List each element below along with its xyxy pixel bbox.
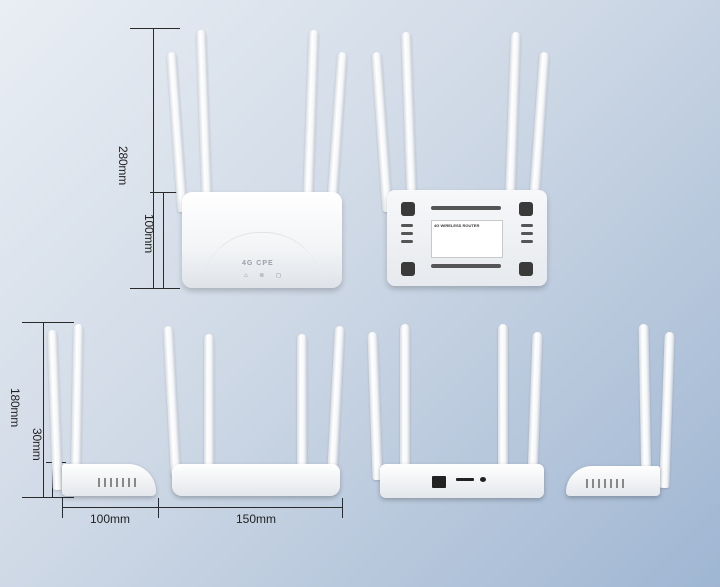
front-antenna-1 xyxy=(166,51,188,213)
side-vent xyxy=(610,479,612,488)
vent-slot xyxy=(521,240,533,243)
back-antenna-2 xyxy=(401,31,417,201)
side-vent xyxy=(116,478,118,487)
depth-label: 100mm xyxy=(90,512,131,526)
frontlow-antenna-4 xyxy=(327,325,345,477)
antenna-height-label: 180mm xyxy=(8,388,22,428)
depth-dimension-line xyxy=(62,507,158,508)
depth-left-tick xyxy=(62,498,63,518)
back-antenna-3 xyxy=(505,31,521,201)
vent-slot xyxy=(401,224,413,227)
product-label-sticker: 4G WIRELESS ROUTER xyxy=(431,220,503,258)
side-vent xyxy=(622,479,624,488)
side-vent xyxy=(98,478,100,487)
vent-slot xyxy=(401,240,413,243)
side-vent xyxy=(110,478,112,487)
side-vent xyxy=(134,478,136,487)
side-height-label: 30mm xyxy=(30,428,44,461)
vent-slot xyxy=(431,206,501,210)
front-router-body: 4G CPE ⌂ ≋ ◻ xyxy=(182,192,342,288)
total-height-label: 280mm xyxy=(116,146,130,186)
frontlow-body xyxy=(172,464,340,496)
body-height-dimension-line xyxy=(163,192,164,288)
back-antenna-4 xyxy=(528,51,550,213)
rubber-foot-top-right xyxy=(519,202,533,216)
front-antenna-2 xyxy=(196,29,212,201)
side-right-antenna-1 xyxy=(638,323,652,489)
side-vent xyxy=(128,478,130,487)
vent-slot xyxy=(401,232,413,235)
rubber-foot-bottom-left xyxy=(401,262,415,276)
width-dimension-line xyxy=(158,507,342,508)
side-vent xyxy=(104,478,106,487)
status-led-icons: ⌂ ≋ ◻ xyxy=(244,273,286,279)
depth-right-tick xyxy=(158,498,159,518)
width-right-tick xyxy=(342,498,343,518)
side-left-antenna-1 xyxy=(47,329,63,491)
rubber-foot-bottom-right xyxy=(519,262,533,276)
side-right-body xyxy=(566,466,660,496)
frontlow-antenna-3 xyxy=(297,334,307,474)
antenna-height-top-tick xyxy=(22,322,74,323)
vent-slot xyxy=(521,232,533,235)
frontlow-antenna-1 xyxy=(163,325,181,477)
front-antenna-4 xyxy=(326,51,348,213)
back-router-body: 4G WIRELESS ROUTER xyxy=(387,190,547,286)
side-vent xyxy=(592,479,594,488)
side-vent xyxy=(616,479,618,488)
rubber-foot-top-left xyxy=(401,202,415,216)
body-height-top-tick xyxy=(150,192,178,193)
vent-slot xyxy=(521,224,533,227)
backlow-antenna-3 xyxy=(498,324,508,478)
front-logo: 4G CPE xyxy=(242,260,274,267)
frontlow-antenna-2 xyxy=(204,334,214,474)
side-vent xyxy=(598,479,600,488)
vent-slot xyxy=(431,264,501,268)
total-height-bottom-tick xyxy=(130,288,180,289)
side-right-antenna-2 xyxy=(659,331,675,489)
sim-slot xyxy=(456,478,474,481)
front-antenna-3 xyxy=(303,29,319,201)
back-antenna-1 xyxy=(371,51,393,213)
body-height-label: 100mm xyxy=(142,214,156,254)
backlow-antenna-1 xyxy=(367,331,383,481)
side-left-body xyxy=(62,464,156,496)
width-label: 150mm xyxy=(236,512,277,526)
backlow-antenna-4 xyxy=(527,331,543,481)
backlow-body xyxy=(380,464,544,498)
total-height-top-tick xyxy=(130,28,180,29)
side-vent xyxy=(604,479,606,488)
total-height-dimension-line xyxy=(153,28,154,288)
ethernet-port xyxy=(432,476,446,488)
antenna-height-dimension-line xyxy=(43,322,44,497)
backlow-antenna-2 xyxy=(400,324,410,478)
front-curve xyxy=(202,232,322,289)
side-vent xyxy=(586,479,588,488)
antenna-height-bottom-tick xyxy=(22,497,74,498)
power-jack xyxy=(480,477,486,482)
sticker-title: 4G WIRELESS ROUTER xyxy=(434,223,480,228)
side-vent xyxy=(122,478,124,487)
